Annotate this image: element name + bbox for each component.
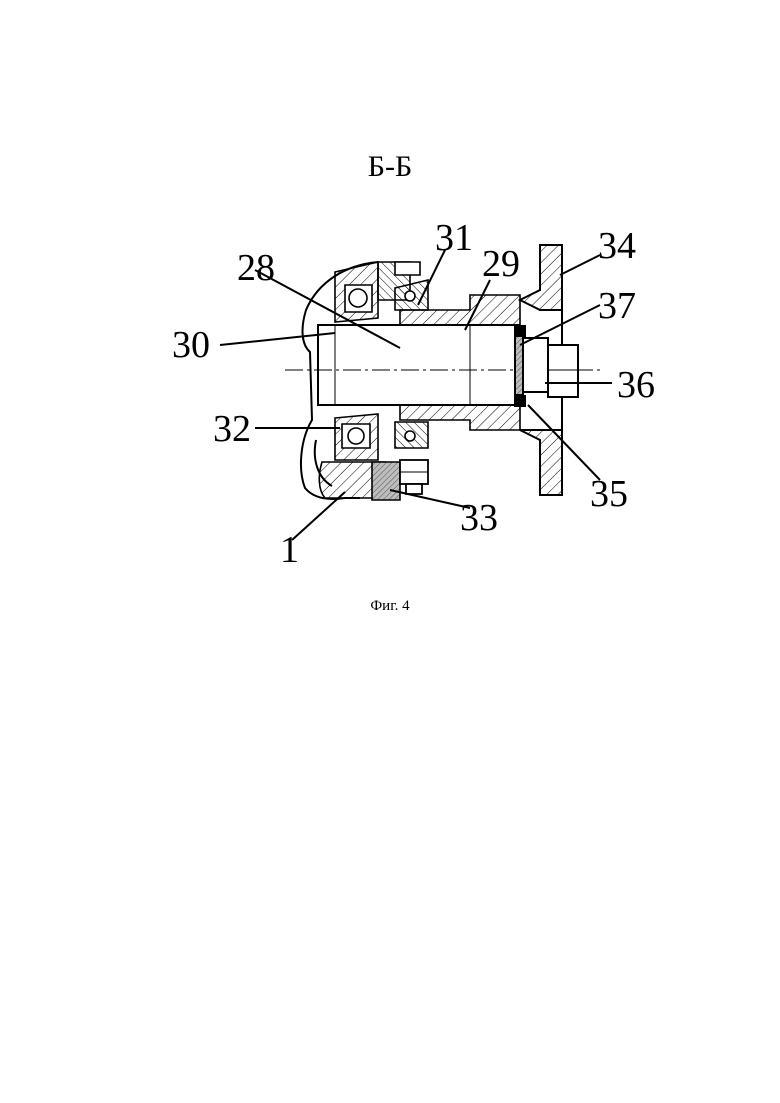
callout-28: 28 [237,247,275,289]
leader-32 [390,490,470,508]
callout-30: 30 [172,324,210,366]
callout-32: 33 [460,497,498,539]
leader-34 [560,255,600,275]
leader-35 [528,405,600,480]
callout-35: 35 [590,473,628,515]
bolt [400,460,428,494]
housing-lower-wall [319,414,400,500]
callout-33: 31 [435,217,473,259]
callout-36: 36 [617,364,655,406]
nut-assembly [515,326,578,406]
callout-1: 1 [280,529,299,571]
callout-34: 34 [598,225,636,267]
callout-29: 29 [482,243,520,285]
callout-37: 37 [598,285,636,327]
callout-31: 32 [213,408,251,450]
leader-1 [292,492,345,540]
figure-caption: Фиг. 4 [330,598,450,615]
